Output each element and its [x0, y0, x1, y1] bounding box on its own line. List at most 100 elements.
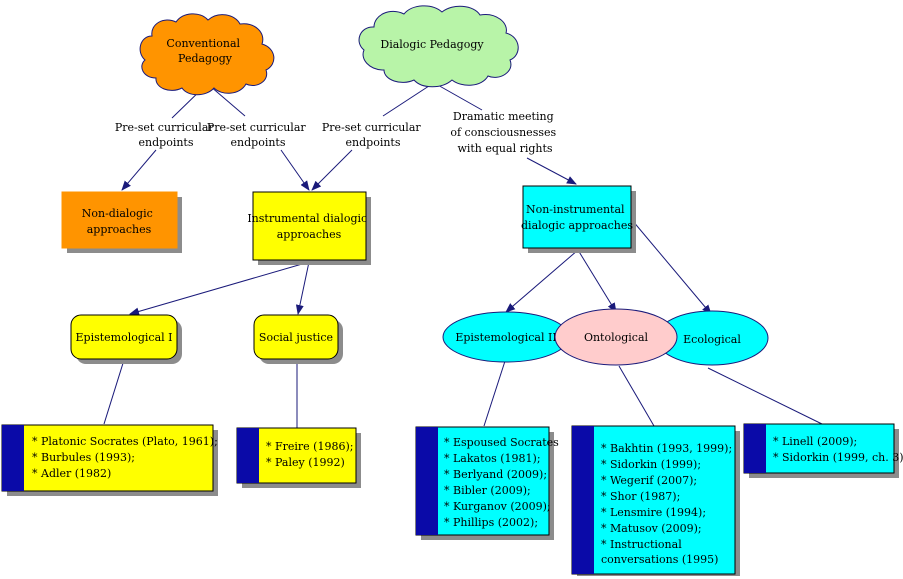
conventional-pedagogy-cloud: Conventional Pedagogy — [139, 13, 275, 96]
edge-label-dialogic-right: Dramatic meeting of consciousnesses with… — [450, 110, 559, 155]
ontological-node: Ontological — [554, 308, 678, 366]
ref-item: * Matusov (2009); — [601, 522, 702, 535]
box-label-line: Non-dialogic — [82, 207, 153, 220]
refs-list: * Linell (2009); * Sidorkin (1999, ch. 3… — [773, 435, 903, 464]
edge-label-line: endpoints — [346, 136, 401, 149]
ecological-node: Ecological — [655, 310, 769, 366]
ellipse-shape — [554, 308, 678, 366]
refs-epistemological-ii: * Espoused Socrates * Lakatos (1981); * … — [415, 426, 562, 540]
edge-to-instrumental-from-conventional — [280, 149, 310, 191]
ref-item: * Linell (2009); — [773, 435, 857, 448]
instrumental-dialogic-approaches-box: Instrumental dialogic approaches — [247, 191, 371, 265]
edge-dialogic-to-right-label — [435, 83, 483, 111]
ref-item: * Kurganov (2009); — [444, 500, 551, 513]
epistemological-ii-label: Epistemological II — [455, 331, 556, 344]
edge-ecological-to-refs — [707, 367, 823, 425]
epistemological-i-node: Epistemological I — [70, 314, 182, 364]
box-shape — [522, 185, 632, 249]
box-label-line: approaches — [87, 223, 152, 236]
refs-epistemological-i: * Platonic Socrates (Plato, 1961); * Bur… — [1, 424, 221, 496]
edge-label-dialogic-left: Pre-set curricular endpoints — [322, 121, 424, 149]
ref-item: * Bibler (2009); — [444, 484, 531, 497]
refs-ontological: * Bakhtin (1993, 1999); * Sidorkin (1999… — [571, 425, 740, 576]
ref-item: * Espoused Socrates — [444, 436, 559, 449]
edge-label-conventional-right: Pre-set curricular endpoints — [207, 121, 309, 149]
refs-tab — [237, 428, 259, 483]
edge-non-instrumental-to-ecological — [631, 219, 712, 315]
instrumental-label: Instrumental dialogic approaches — [247, 212, 370, 241]
box-shape — [61, 191, 178, 249]
social-justice-node: Social justice — [253, 314, 343, 364]
ref-item: * Lakatos (1981); — [444, 452, 541, 465]
refs-social-justice: * Freire (1986); * Paley (1992) — [236, 427, 361, 488]
ref-item: * Freire (1986); — [266, 440, 353, 453]
ref-item: * Platonic Socrates (Plato, 1961); — [32, 435, 218, 448]
edge-epistemological-ii-to-refs — [483, 357, 507, 427]
refs-tab — [2, 425, 24, 491]
ref-item: * Bakhtin (1993, 1999); — [601, 442, 732, 455]
edge-to-non-instrumental — [526, 157, 577, 185]
non-dialogic-label: Non-dialogic approaches — [82, 207, 157, 236]
ref-item: conversations (1995) — [601, 553, 718, 566]
non-instrumental-dialogic-approaches-box: Non-instrumental dialogic approaches — [521, 185, 636, 253]
refs-list: * Bakhtin (1993, 1999); * Sidorkin (1999… — [601, 442, 736, 566]
ref-item: * Instructional — [601, 538, 682, 551]
edges — [103, 83, 823, 428]
ref-item: * Sidorkin (1999, ch. 3) — [773, 451, 903, 464]
refs-list: * Platonic Socrates (Plato, 1961); * Bur… — [32, 435, 221, 480]
dialogic-pedagogy-label: Dialogic Pedagogy — [380, 38, 484, 51]
refs-tab — [744, 424, 766, 473]
pill-shape — [70, 314, 178, 360]
edge-to-non-dialogic — [121, 149, 157, 191]
dialogic-pedagogy-cloud: Dialogic Pedagogy — [358, 5, 519, 88]
edge-dialogic-to-left-label — [382, 83, 433, 117]
box-label-line: Instrumental dialogic — [247, 212, 367, 225]
non-dialogic-approaches-box: Non-dialogic approaches — [61, 191, 182, 253]
refs-list: * Freire (1986); * Paley (1992) — [266, 440, 357, 469]
refs-list: * Espoused Socrates * Lakatos (1981); * … — [444, 436, 562, 529]
cloud-shape — [358, 5, 519, 88]
social-justice-label: Social justice — [259, 331, 333, 344]
box-label-line: dialogic approaches — [521, 219, 633, 232]
refs-ecological: * Linell (2009); * Sidorkin (1999, ch. 3… — [743, 423, 903, 478]
refs-box — [571, 425, 736, 575]
edge-instrumental-to-social-justice — [295, 261, 310, 315]
ref-item: * Wegerif (2007); — [601, 474, 697, 487]
edge-ontological-to-refs — [618, 365, 655, 427]
epistemological-i-label: Epistemological I — [76, 331, 173, 344]
box-label-line: Non-instrumental — [526, 203, 625, 216]
ref-item: * Paley (1992) — [266, 456, 345, 469]
pill-shape — [253, 314, 339, 360]
edge-label-line: endpoints — [231, 136, 286, 149]
refs-box — [743, 423, 895, 474]
edge-label-line: Pre-set curricular — [115, 121, 215, 134]
edge-non-instrumental-to-epistemological-ii — [505, 249, 579, 313]
edge-to-instrumental-from-dialogic — [311, 149, 353, 191]
ref-item: * Phillips (2002); — [444, 516, 538, 529]
epistemological-ii-node: Epistemological II — [442, 311, 570, 363]
ecological-label: Ecological — [683, 333, 741, 346]
refs-box — [1, 424, 214, 492]
edge-label-line: with equal rights — [457, 142, 552, 155]
edge-label-line: of consciousnesses — [450, 126, 556, 139]
ref-item: * Lensmire (1994); — [601, 506, 706, 519]
conventional-pedagogy-label: Conventional Pedagogy — [166, 37, 243, 65]
edge-label-line: Pre-set curricular — [207, 121, 307, 134]
ref-item: * Burbules (1993); — [32, 451, 135, 464]
edge-epistemological-i-to-refs — [103, 359, 125, 425]
edge-label-line: Dramatic meeting — [453, 110, 554, 123]
ref-item: * Berlyand (2009); — [444, 468, 547, 481]
edge-non-instrumental-to-ontological — [577, 249, 617, 313]
ref-item: * Sidorkin (1999); — [601, 458, 701, 471]
cloud-label-line: Pedagogy — [178, 52, 233, 65]
refs-tab — [416, 427, 438, 535]
cloud-label-line: Conventional — [166, 37, 240, 50]
edge-instrumental-to-epistemological-i — [129, 261, 310, 316]
edge-label-line: endpoints — [139, 136, 194, 149]
refs-tab — [572, 426, 594, 574]
ref-item: * Shor (1987); — [601, 490, 680, 503]
box-label-line: approaches — [277, 228, 342, 241]
box-shape — [252, 191, 367, 261]
ref-item: * Adler (1982) — [32, 467, 111, 480]
